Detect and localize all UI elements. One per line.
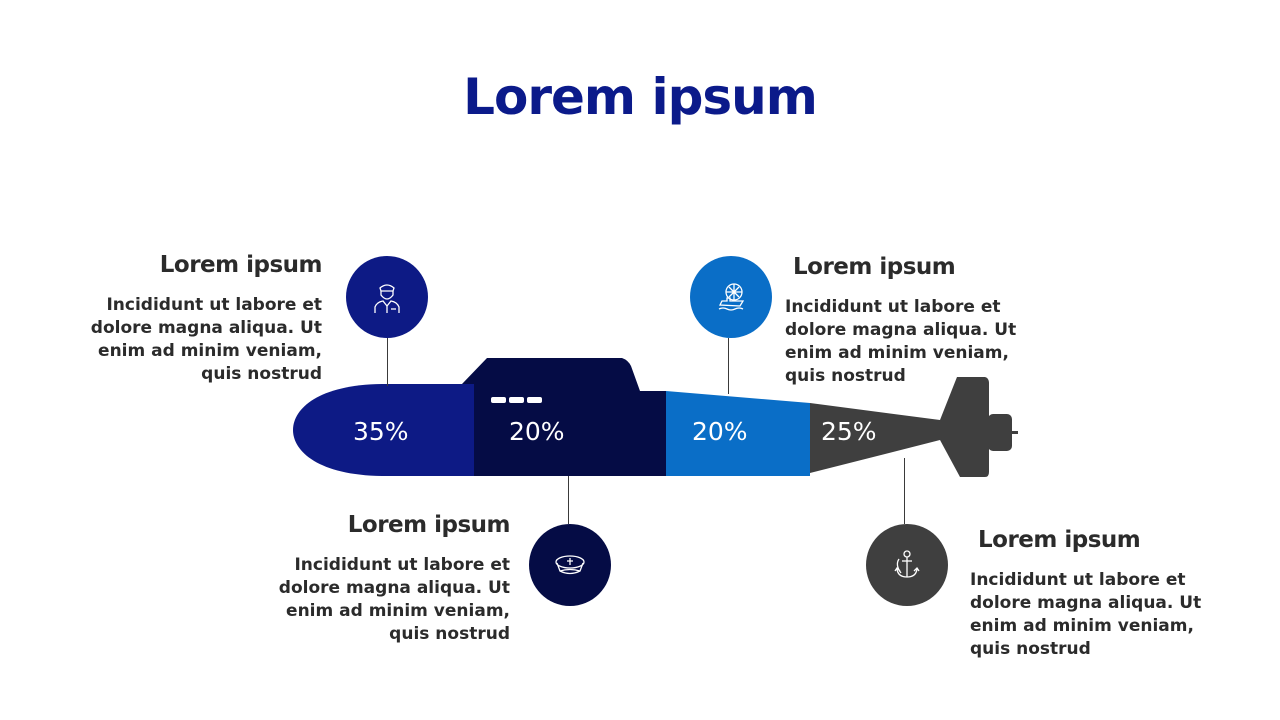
text-line: dolore magna aliqua. Ut	[785, 320, 1017, 340]
text-line: quis nostrud	[970, 639, 1091, 659]
ship-icon	[718, 283, 745, 311]
segment-4	[810, 403, 940, 473]
text-line: quis nostrud	[201, 364, 322, 384]
text-line: enim ad minim veniam,	[785, 343, 1009, 363]
text-line: Incididunt ut labore et	[294, 555, 510, 575]
anchor-icon	[894, 550, 920, 578]
text-line: quis nostrud	[785, 366, 906, 386]
callout-4: Lorem ipsum Incididunt ut labore et dolo…	[970, 527, 1240, 661]
ship-circle	[690, 256, 772, 338]
callout-1: Lorem ipsum Incididunt ut labore et dolo…	[60, 252, 323, 386]
text-line: enim ad minim veniam,	[970, 616, 1194, 636]
callout-2-body: Incididunt ut labore et dolore magna ali…	[240, 554, 510, 646]
connector-line	[387, 338, 388, 386]
connector-line	[568, 476, 569, 524]
segment-3	[666, 391, 810, 476]
segment-3-value: 20%	[692, 417, 748, 446]
captain-hat-icon	[555, 555, 585, 575]
sailor-icon	[374, 284, 400, 313]
text-line: enim ad minim veniam,	[286, 601, 510, 621]
callout-2-heading: Lorem ipsum	[347, 512, 511, 538]
anchor-circle	[866, 524, 948, 606]
callout-1-heading: Lorem ipsum	[159, 252, 323, 278]
segment-2-value: 20%	[509, 417, 565, 446]
segment-1	[293, 384, 474, 476]
callout-2: Lorem ipsum Incididunt ut labore et dolo…	[240, 512, 511, 646]
segment-2	[462, 358, 666, 476]
text-line: dolore magna aliqua. Ut	[278, 578, 510, 598]
tail-fin	[940, 377, 989, 477]
callout-3-heading: Lorem ipsum	[793, 254, 956, 280]
callout-3: Lorem ipsum Incididunt ut labore et dolo…	[785, 254, 1055, 388]
text-line: dolore magna aliqua. Ut	[970, 593, 1202, 613]
callout-4-heading: Lorem ipsum	[978, 527, 1141, 553]
window	[491, 397, 506, 403]
connector-line	[904, 458, 905, 524]
text-line: Incididunt ut labore et	[970, 570, 1186, 590]
captain-hat-circle	[529, 524, 611, 606]
callout-4-body: Incididunt ut labore et dolore magna ali…	[970, 569, 1240, 661]
callout-1-body: Incididunt ut labore et dolore magna ali…	[60, 294, 322, 386]
page-title: Lorem ipsum	[463, 68, 818, 126]
segment-1-value: 35%	[353, 417, 409, 446]
propeller	[988, 414, 1012, 451]
window	[527, 397, 542, 403]
connector-line	[728, 338, 729, 394]
window	[509, 397, 524, 403]
window-highlight	[349, 366, 368, 371]
propeller-shaft	[1010, 431, 1018, 434]
text-line: Incididunt ut labore et	[106, 295, 322, 315]
segment-4-value: 25%	[821, 417, 877, 446]
sailor-circle	[346, 256, 428, 338]
text-line: dolore magna aliqua. Ut	[90, 318, 322, 338]
text-line: Incididunt ut labore et	[785, 297, 1001, 317]
text-line: enim ad minim veniam,	[98, 341, 322, 361]
callout-3-body: Incididunt ut labore et dolore magna ali…	[785, 296, 1055, 388]
text-line: quis nostrud	[389, 624, 510, 644]
